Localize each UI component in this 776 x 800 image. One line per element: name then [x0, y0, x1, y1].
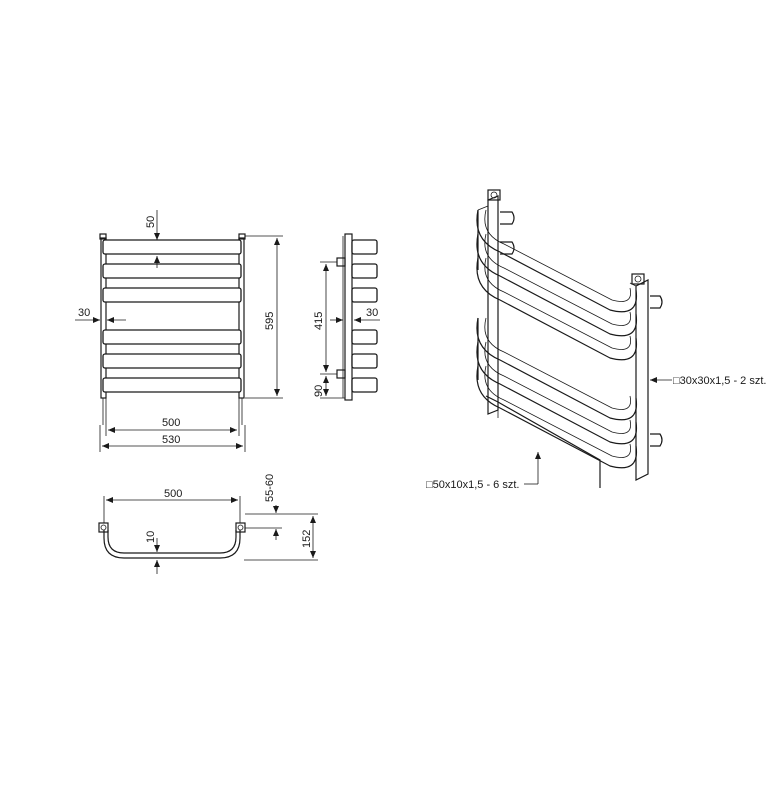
front-bars	[102, 239, 242, 393]
top-bar-inner	[107, 530, 237, 554]
bar	[102, 263, 242, 279]
iso-bars	[476, 205, 638, 488]
front-view: 50 30 595 500	[75, 210, 283, 452]
top-view: 500 10 55-60 152	[98, 474, 318, 574]
right-collector-iso	[629, 273, 649, 481]
bar	[102, 353, 242, 369]
dim-inner-width: 500	[105, 398, 240, 436]
dim-axis-spacing-text: 415	[313, 312, 325, 330]
iso-bar	[476, 317, 638, 421]
bars-callout: □50x10x1,5 - 6 szt.	[426, 452, 541, 491]
top-right-collector	[235, 522, 246, 533]
lower-connection	[336, 369, 346, 379]
dim-bottom-text: 90	[313, 385, 325, 397]
dim-top-depth: 152	[244, 513, 318, 561]
right-cap	[238, 233, 246, 240]
dim-wall-offset-text: 55-60	[264, 474, 276, 502]
bar	[102, 329, 242, 345]
bar	[102, 377, 242, 393]
bar	[102, 287, 242, 303]
dim-axis-spacing: 415	[313, 261, 337, 375]
iso-bar	[476, 257, 638, 361]
iso-bar	[476, 341, 638, 445]
dim-height: 595	[245, 235, 283, 399]
right-collector	[238, 237, 245, 399]
dim-bottom: 90	[313, 376, 345, 399]
top-bar-outer	[103, 530, 241, 559]
collector-callout: □30x30x1,5 - 2 szt.	[650, 375, 766, 387]
left-collector	[100, 237, 107, 399]
dim-inner-width-text: 500	[162, 417, 180, 429]
dim-bar-thickness-text: 10	[145, 531, 157, 543]
left-cap	[99, 233, 107, 240]
dim-outer-width: 530	[99, 425, 246, 452]
dim-bar-thickness: 10	[145, 531, 160, 574]
top-left-collector	[98, 522, 109, 533]
dim-top-width: 500	[103, 488, 241, 523]
dim-depth: 30	[330, 307, 380, 323]
side-view: 415 30 90	[313, 233, 380, 401]
dim-top-gap: 50	[145, 210, 160, 268]
dim-top-gap-text: 50	[145, 216, 157, 228]
iso-bar	[476, 365, 638, 469]
bars-label: □50x10x1,5 - 6 szt.	[426, 479, 519, 491]
side-bars	[351, 239, 378, 393]
bar	[102, 239, 242, 255]
dim-wall-offset: 55-60	[245, 474, 282, 540]
side-collector	[344, 233, 353, 401]
dim-outer-width-text: 530	[162, 434, 180, 446]
dim-top-width-text: 500	[164, 488, 182, 500]
dim-side-offset-text: 30	[78, 307, 90, 319]
dim-depth-text: 30	[366, 307, 378, 319]
isometric-view: □30x30x1,5 - 2 szt. □50x10x1,5 - 6 szt.	[426, 189, 766, 491]
dim-side-offset: 30	[75, 307, 126, 323]
upper-connection	[336, 257, 346, 267]
iso-bar	[476, 205, 638, 313]
iso-bar	[476, 233, 638, 337]
dim-height-text: 595	[264, 312, 276, 330]
wall-pins	[500, 211, 663, 447]
collector-label: □30x30x1,5 - 2 szt.	[673, 375, 766, 387]
dim-top-depth-text: 152	[301, 530, 313, 548]
